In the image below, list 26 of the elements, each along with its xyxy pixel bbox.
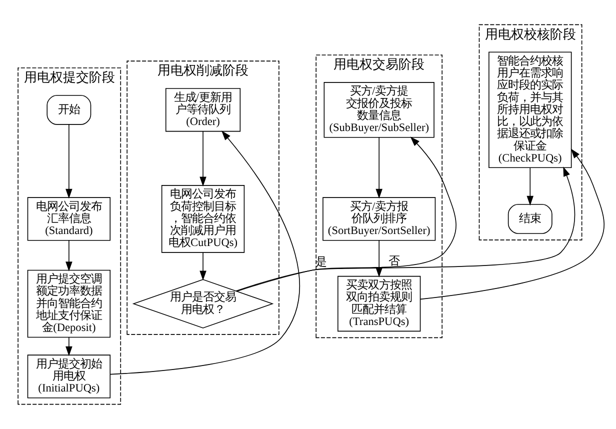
node-box: 电网公司发布负荷控制目标，智能合约依次削减用户用电权CutPUQs) (161, 185, 245, 253)
arrow (200, 252, 206, 280)
arrow (200, 131, 206, 186)
arrow (66, 336, 72, 356)
node-box: 开始 (46, 94, 92, 125)
arrow (526, 167, 534, 206)
node-box: 结束 (508, 204, 552, 234)
edge-label: 否 (388, 256, 400, 268)
arrow (236, 166, 576, 292)
node-diamond: 用户是否交易用电权？ (132, 279, 274, 328)
node-box: 电网公司发布汇率信息(Standard) (27, 197, 111, 241)
node-box: 买卖双方按照双向拍卖规则匹配并结算(TransPUQs) (338, 276, 421, 332)
arrow (376, 137, 382, 199)
arrow (376, 240, 382, 278)
arrow (66, 240, 72, 272)
node-box: 买方/卖方报价队列排序(SortBuyer/SortSeller) (322, 197, 436, 241)
arrow (110, 130, 300, 375)
arrow (66, 124, 72, 199)
node-box: 生成/更新用户等待队列(Order) (165, 88, 241, 132)
edge-label: 是 (316, 256, 327, 268)
node-box: 用户提交初始用电权(InitialPUQs) (27, 354, 111, 398)
node-box: 智能合约校核用户在需求响应时段的实际负荷，并与其所持用电权对比，以此为依据退还或扣除保证金(CheckPUQs) (488, 52, 572, 168)
arrow (420, 148, 604, 300)
node-box: 用户提交空调额定功率数据并向智能合约地址支付保证金(Deposit) (27, 270, 111, 338)
node-box: 买方/卖方提交报价及投标数量信息(SubBuyer/SubSeller) (324, 82, 434, 138)
arrow (236, 136, 456, 292)
